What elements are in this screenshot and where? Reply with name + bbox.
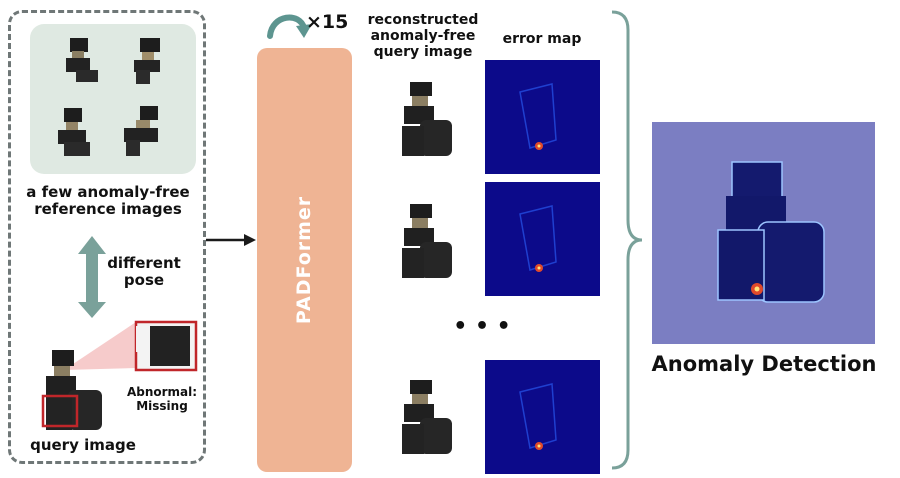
reference-image-1	[66, 38, 98, 82]
reconstructed-image-1	[402, 82, 452, 156]
padformer-block	[257, 48, 352, 472]
error-map-3	[485, 360, 600, 474]
zoom-wedge	[64, 322, 136, 370]
ellipsis: • • •	[453, 314, 511, 339]
pose-label: different pose	[107, 254, 181, 290]
reconstructed-header: reconstructed anomaly-free query image	[367, 12, 479, 61]
zoomed-crop	[134, 320, 198, 372]
result-title: Anomaly Detection	[651, 352, 877, 376]
reference-image-3	[58, 108, 90, 156]
error-map-header: error map	[502, 31, 582, 47]
reference-images-panel	[30, 24, 196, 174]
query-caption: query image	[30, 436, 136, 454]
query-highlight-box	[41, 394, 79, 428]
reference-image-4	[124, 106, 158, 156]
reconstructed-image-3	[402, 380, 452, 454]
abnormal-label: Abnormal: Missing	[126, 385, 198, 413]
reference-caption: a few anomaly-free reference images	[26, 183, 190, 219]
error-map-2	[485, 182, 600, 296]
input-dashed-frame	[8, 10, 206, 464]
iteration-count: ×15	[306, 11, 349, 33]
error-map-1	[485, 60, 600, 174]
reference-image-2	[134, 38, 160, 84]
reconstructed-image-2	[402, 204, 452, 278]
